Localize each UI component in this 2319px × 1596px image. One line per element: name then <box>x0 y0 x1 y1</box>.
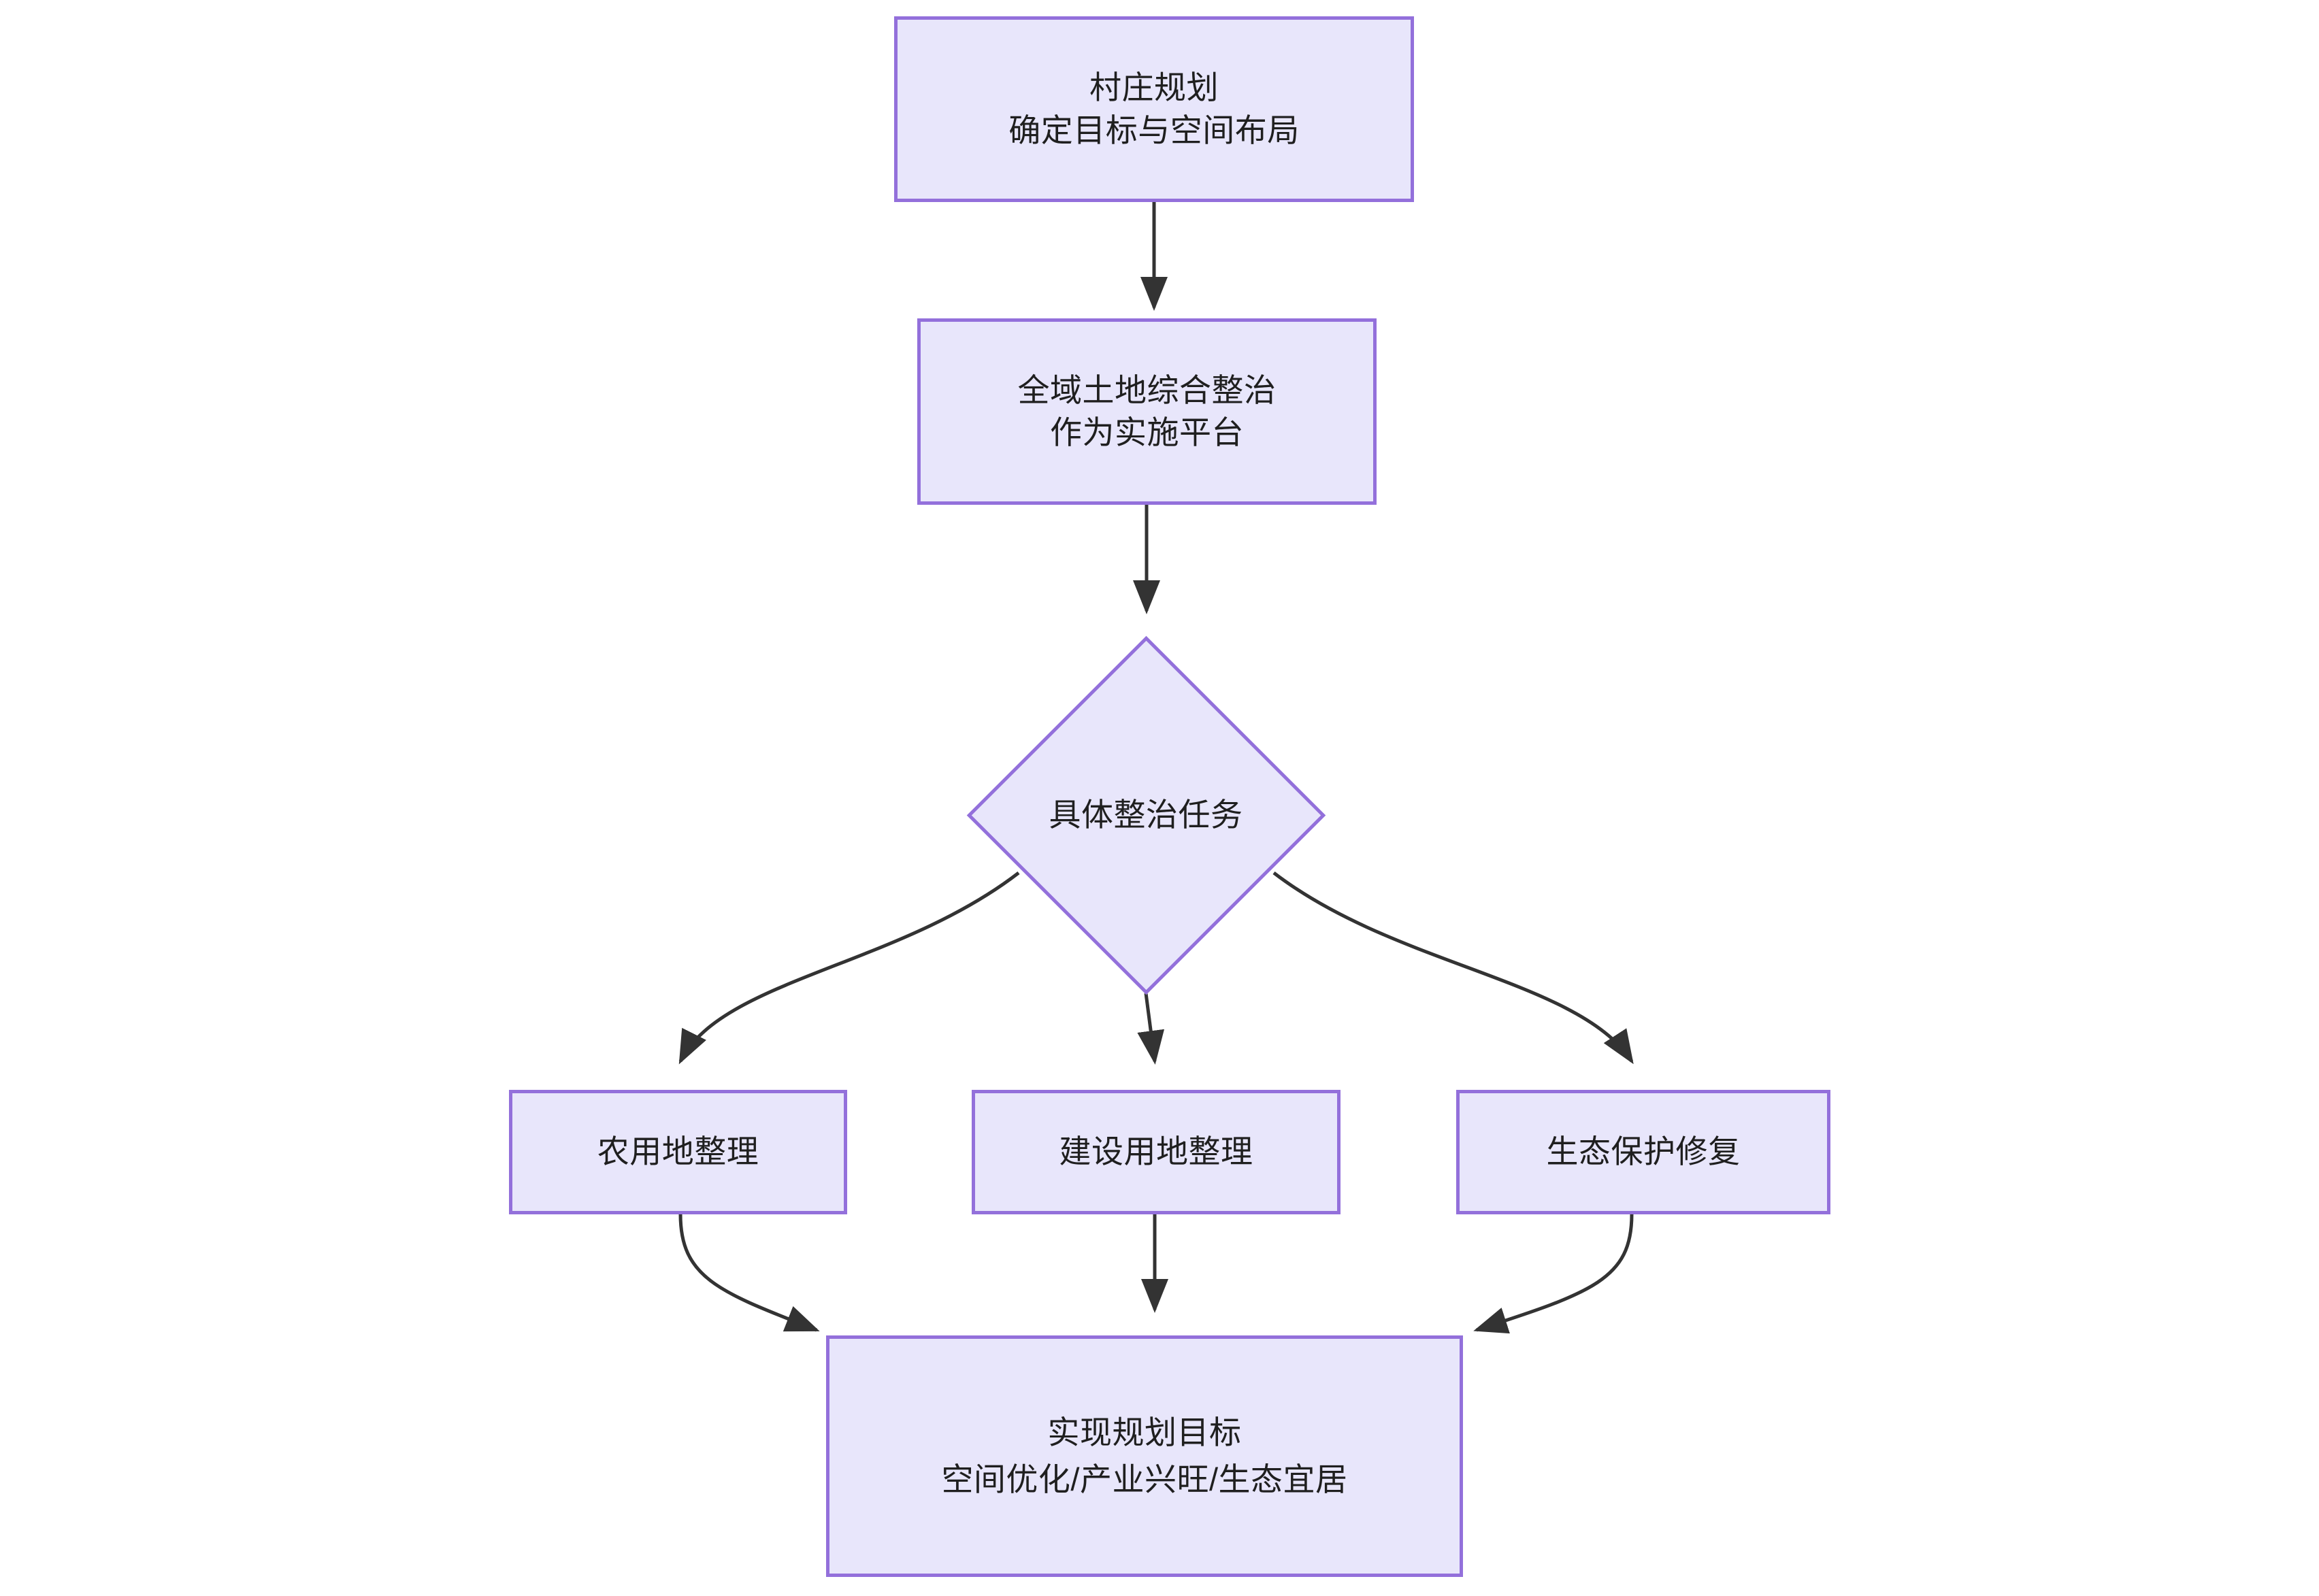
node-achieve-planning-goals[interactable]: 实现规划目标 空间优化/产业兴旺/生态宜居 <box>826 1335 1463 1577</box>
node-village-plan-label: 村庄规划 确定目标与空间布局 <box>1008 69 1300 148</box>
node-ecological-protection-restoration[interactable]: 生态保护修复 <box>1456 1090 1830 1214</box>
node-village-plan[interactable]: 村庄规划 确定目标与空间布局 <box>894 16 1414 202</box>
node-land-consolidation-platform[interactable]: 全域土地综合整治 作为实施平台 <box>917 318 1377 505</box>
node-farmland-consolidation-label: 农用地整理 <box>597 1133 759 1170</box>
node-achieve-planning-goals-label: 实现规划目标 空间优化/产业兴旺/生态宜居 <box>941 1414 1348 1497</box>
node-farmland-consolidation[interactable]: 农用地整理 <box>509 1090 847 1214</box>
node-specific-tasks-decision[interactable]: 具体整治任务 <box>966 635 1326 995</box>
edge-farmland-to-goal <box>678 1214 820 1332</box>
node-specific-tasks-decision-label: 具体整治任务 <box>1049 796 1243 833</box>
node-construction-land-consolidation-label: 建设用地整理 <box>1059 1133 1253 1170</box>
node-construction-land-consolidation[interactable]: 建设用地整理 <box>972 1090 1341 1214</box>
edge-task-to-construction <box>1137 993 1165 1065</box>
edge-task-to-ecology <box>1272 871 1634 1065</box>
edge-ecology-to-goal <box>1473 1214 1634 1334</box>
node-ecological-protection-restoration-label: 生态保护修复 <box>1546 1133 1741 1170</box>
node-land-consolidation-platform-label: 全域土地综合整治 作为实施平台 <box>1017 371 1277 450</box>
